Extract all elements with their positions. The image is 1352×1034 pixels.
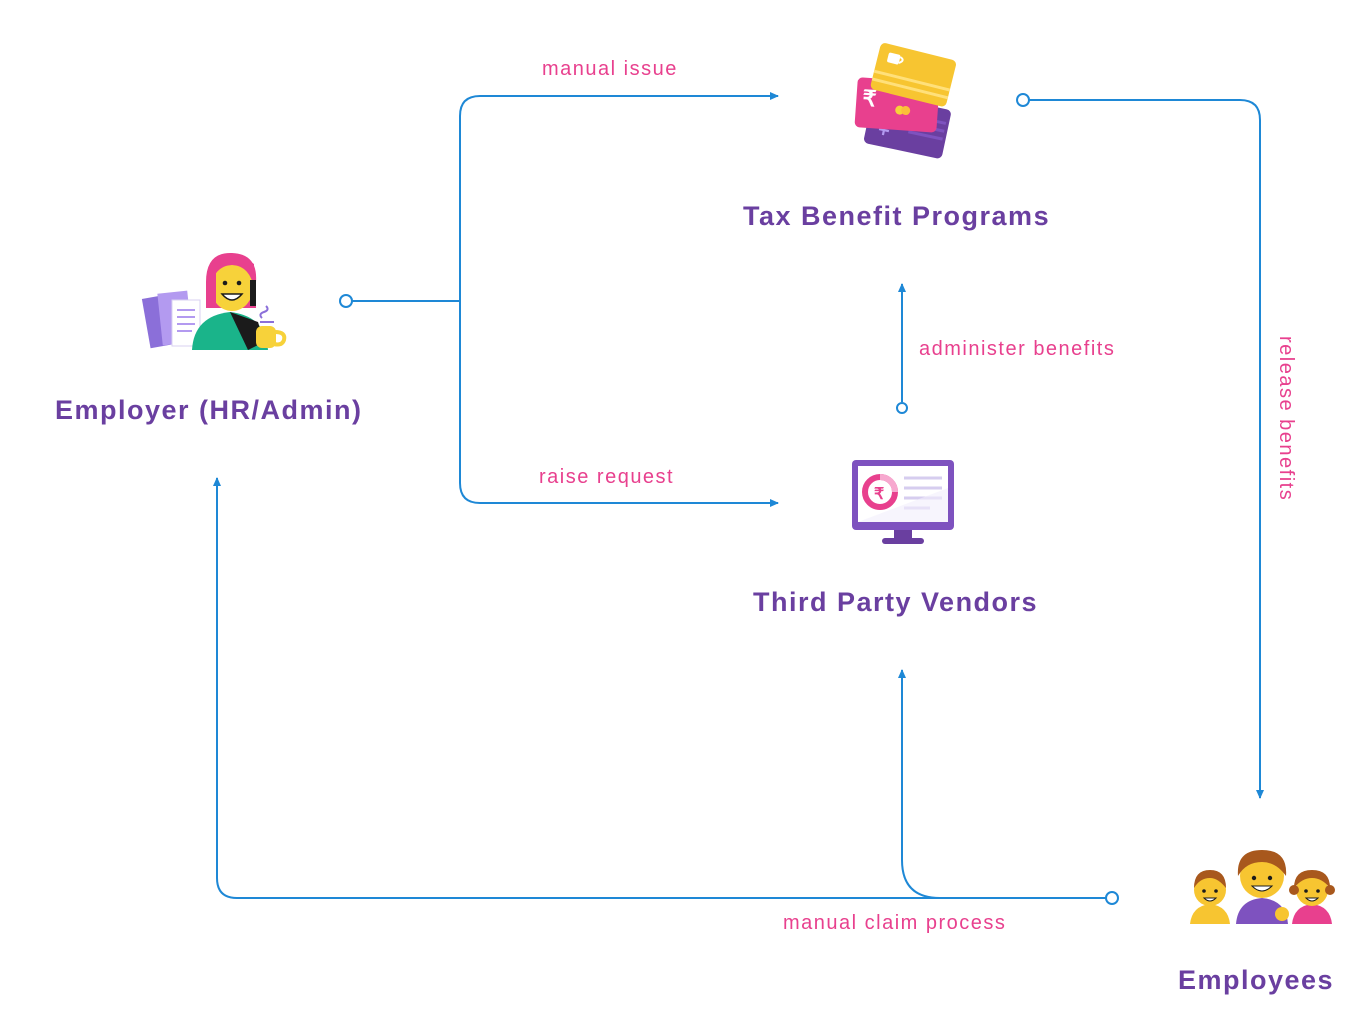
connector-dot-tax-programs [1016, 93, 1030, 107]
tax-benefit-programs-title: Tax Benefit Programs [743, 201, 1051, 231]
connector-dot-vendors [896, 402, 908, 414]
benefit-cards-icon: + ₹ [854, 43, 956, 159]
edge-raise-request [459, 301, 779, 507]
raise-request-label: raise request [539, 466, 675, 488]
connector-dot-employees [1105, 891, 1119, 905]
release-benefits-label: release benefits [1275, 336, 1297, 502]
vendor-monitor-icon: ₹ [852, 460, 954, 544]
edge-manual-claim-to-vendors [898, 669, 941, 899]
edge-manual-claim-to-employer [213, 477, 1106, 899]
employees-group-icon [1190, 850, 1335, 924]
vendor-rupee-glyph: ₹ [874, 486, 884, 503]
administer-benefits-label: administer benefits [919, 338, 1116, 360]
third-party-vendors-title: Third Party Vendors [753, 587, 1039, 617]
rupee-glyph: ₹ [862, 86, 878, 112]
employer-icon [141, 252, 287, 350]
manual-claim-process-label: manual claim process [783, 912, 1007, 934]
manual-issue-label: manual issue [542, 58, 678, 80]
employer-title: Employer (HR/Admin) [55, 395, 363, 425]
connector-dot-employer [339, 294, 353, 308]
edge-manual-issue [459, 92, 779, 301]
edge-release-benefits [1029, 99, 1264, 799]
employees-title: Employees [1178, 965, 1335, 995]
